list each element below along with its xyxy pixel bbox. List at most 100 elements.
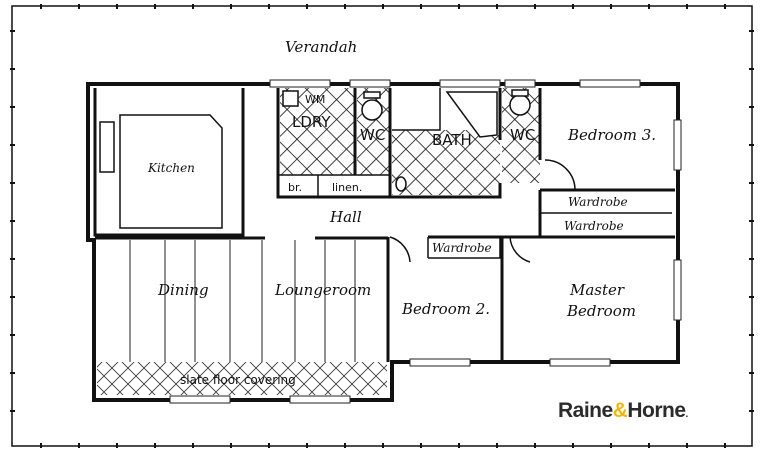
boundary-tick	[344, 443, 346, 448]
boundary-tick	[382, 4, 384, 9]
boundary-tick	[686, 443, 688, 448]
tub-icon	[282, 90, 299, 107]
broom-label: br.	[288, 181, 302, 194]
boundary-tick	[749, 30, 754, 32]
wc2-label: WC	[510, 126, 535, 144]
boundary-tick	[458, 4, 460, 9]
boundary-tick	[78, 443, 80, 448]
logo-raine: Raine	[558, 399, 613, 422]
dining-label: Dining	[157, 281, 209, 299]
bedroom3-label: Bedroom 3.	[567, 126, 656, 144]
bath-tiles	[392, 130, 500, 195]
boundary-tick	[648, 443, 650, 448]
boundary-tick	[496, 4, 498, 9]
boundary-tick	[10, 410, 15, 412]
boundary-tick	[10, 220, 15, 222]
boundary-tick	[534, 443, 536, 448]
house-outer-wall	[86, 82, 680, 402]
slate-label: slate floor covering	[180, 373, 296, 387]
boundary-tick	[749, 258, 754, 260]
verandah-label: Verandah	[285, 38, 357, 56]
boundary-tick	[420, 4, 422, 9]
boundary-tick	[192, 4, 194, 9]
boundary-tick	[268, 443, 270, 448]
boundary-tick	[648, 4, 650, 9]
logo-dot: .	[686, 409, 689, 420]
boundary-tick	[306, 4, 308, 9]
boundary-tick	[10, 372, 15, 374]
raine-horne-logo: Raine&Horne.	[558, 399, 689, 422]
boundary-tick	[534, 4, 536, 9]
stove-icon	[99, 121, 115, 173]
boundary-tick	[749, 182, 754, 184]
master-label-1: Master	[569, 281, 625, 299]
boundary-tick	[749, 410, 754, 412]
boundary-tick	[10, 30, 15, 32]
hall-label: Hall	[329, 208, 362, 226]
wardrobe-master-label: Wardrobe	[564, 219, 624, 233]
logo-amp: &	[613, 399, 628, 422]
boundary-tick	[40, 4, 42, 9]
boundary-tick	[10, 182, 15, 184]
wc1-label: WC	[360, 126, 385, 144]
boundary-tick	[749, 144, 754, 146]
logo-horne: Horne	[627, 399, 685, 422]
boundary-tick	[344, 4, 346, 9]
boundary-tick	[10, 296, 15, 298]
linen-label: linen.	[332, 181, 362, 194]
boundary-tick	[10, 68, 15, 70]
boundary-tick	[116, 443, 118, 448]
boundary-tick	[496, 443, 498, 448]
bath-label: BATH	[432, 131, 472, 149]
boundary-tick	[10, 144, 15, 146]
boundary-tick	[420, 443, 422, 448]
boundary-tick	[230, 443, 232, 448]
boundary-tick	[268, 4, 270, 9]
wardrobe-b3-label: Wardrobe	[568, 195, 628, 209]
boundary-tick	[749, 296, 754, 298]
boundary-tick	[749, 220, 754, 222]
boundary-tick	[749, 68, 754, 70]
boundary-tick	[40, 443, 42, 448]
floor-boards	[129, 240, 356, 362]
boundary-ticks	[10, 4, 754, 448]
master-label-2: Bedroom	[566, 302, 636, 320]
boundary-tick	[686, 4, 688, 9]
windows	[169, 79, 682, 404]
boundary-tick	[458, 443, 460, 448]
boundary-tick	[78, 4, 80, 9]
basin-icon	[395, 176, 407, 192]
boundary-tick	[724, 4, 726, 9]
boundary-tick	[154, 4, 156, 9]
boundary-tick	[230, 4, 232, 9]
boundary-tick	[192, 443, 194, 448]
toilet-icon	[361, 99, 383, 121]
interior-walls	[93, 88, 675, 362]
boundary-tick	[724, 443, 726, 448]
boundary-tick	[610, 443, 612, 448]
boundary-tick	[749, 372, 754, 374]
toilet-icon	[509, 94, 531, 116]
boundary-tick	[382, 443, 384, 448]
wardrobe-b2-label: Wardrobe	[432, 241, 492, 255]
loungeroom-label: Loungeroom	[274, 281, 371, 299]
wm-label: WM	[305, 93, 325, 106]
boundary-tick	[749, 106, 754, 108]
boundary-tick	[572, 443, 574, 448]
boundary-tick	[154, 443, 156, 448]
boundary-tick	[749, 334, 754, 336]
bedroom2-label: Bedroom 2.	[401, 300, 490, 318]
boundary-tick	[10, 334, 15, 336]
interior-thin	[119, 88, 672, 263]
boundary-tick	[306, 443, 308, 448]
fixtures	[99, 89, 531, 192]
boundary-tick	[10, 106, 15, 108]
boundary-tick	[10, 258, 15, 260]
kitchen-label: Kitchen	[147, 161, 195, 175]
slate-floor	[97, 362, 387, 395]
boundary-tick	[116, 4, 118, 9]
boundary-tick	[610, 4, 612, 9]
laundry-label: LDRY	[292, 113, 331, 131]
boundary-tick	[572, 4, 574, 9]
